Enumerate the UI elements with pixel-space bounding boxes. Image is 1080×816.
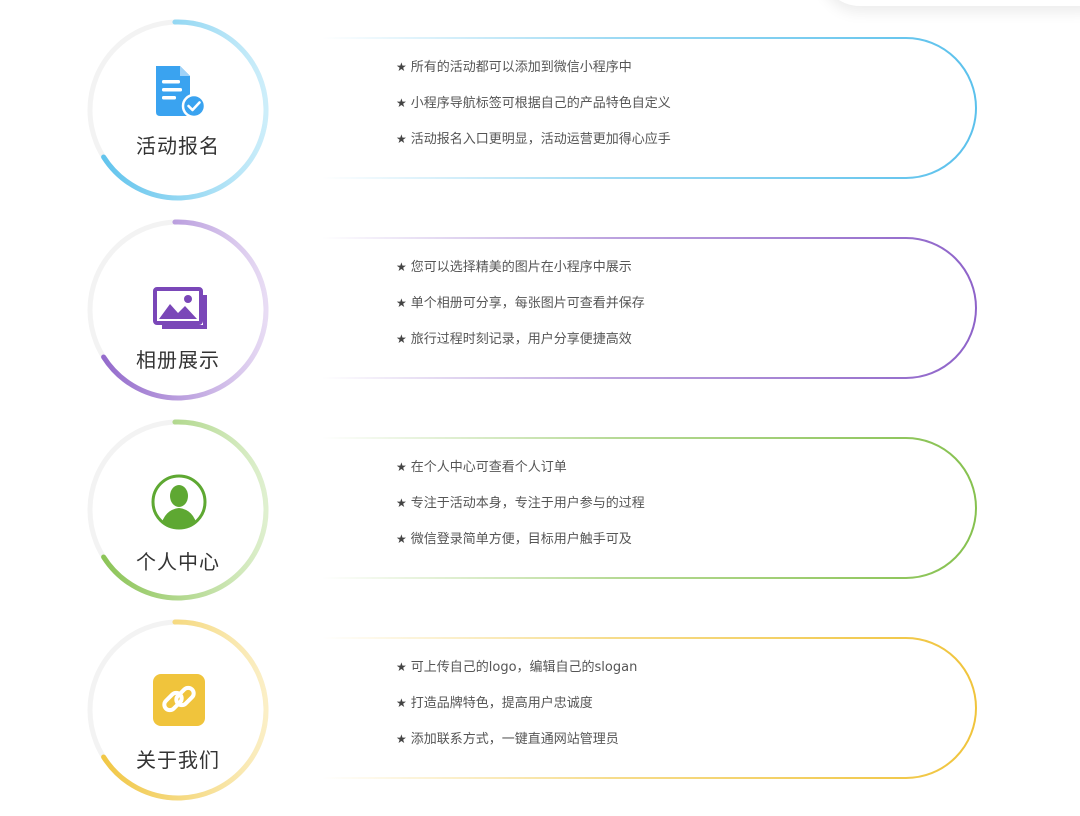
bullet-text: 单个相册可分享，每张图片可查看并保存 (410, 296, 645, 311)
bullet-text: 专注于活动本身，专注于用户参与的过程 (410, 496, 645, 511)
star-icon: ★ (396, 732, 407, 746)
star-icon: ★ (396, 260, 407, 274)
feature-title: 关于我们 (136, 748, 220, 772)
feature-row-activity-registration: 活动报名 ★所有的活动都可以添加到微信小程序中 ★小程序导航标签可根据自己的产品… (0, 10, 1080, 210)
bullet-text: 小程序导航标签可根据自己的产品特色自定义 (410, 96, 671, 111)
star-icon: ★ (396, 532, 407, 546)
feature-ring (87, 19, 269, 201)
photo-album-icon (153, 287, 207, 329)
bullet-text: 旅行过程时刻记录，用户分享便捷高效 (410, 332, 632, 347)
bullet-item: ★单个相册可分享，每张图片可查看并保存 (396, 290, 645, 326)
feature-ring (87, 419, 269, 601)
bullet-item: ★您可以选择精美的图片在小程序中展示 (396, 254, 645, 290)
feature-bullet-list: ★您可以选择精美的图片在小程序中展示 ★单个相册可分享，每张图片可查看并保存 ★… (396, 254, 645, 362)
star-icon: ★ (396, 296, 407, 310)
bullet-text: 微信登录简单方便，目标用户触手可及 (410, 532, 632, 547)
bullet-item: ★微信登录简单方便，目标用户触手可及 (396, 526, 645, 562)
bullet-item: ★旅行过程时刻记录，用户分享便捷高效 (396, 326, 645, 362)
feature-row-photo-album: 相册展示 ★您可以选择精美的图片在小程序中展示 ★单个相册可分享，每张图片可查看… (0, 210, 1080, 410)
bullet-item: ★添加联系方式，一键直通网站管理员 (396, 726, 637, 762)
bullet-text: 在个人中心可查看个人订单 (410, 460, 567, 475)
feature-bullet-list: ★所有的活动都可以添加到微信小程序中 ★小程序导航标签可根据自己的产品特色自定义… (396, 54, 671, 162)
top-right-card-shadow (820, 0, 1080, 6)
feature-title: 活动报名 (136, 134, 220, 158)
star-icon: ★ (396, 132, 407, 146)
bullet-item: ★小程序导航标签可根据自己的产品特色自定义 (396, 90, 671, 126)
bullet-text: 添加联系方式，一键直通网站管理员 (410, 732, 619, 747)
bullet-text: 您可以选择精美的图片在小程序中展示 (410, 260, 632, 275)
feature-ring (87, 619, 269, 801)
bullet-item: ★活动报名入口更明显，活动运营更加得心应手 (396, 126, 671, 162)
feature-pill-outline (178, 637, 977, 779)
feature-pill-outline (178, 437, 977, 579)
star-icon: ★ (396, 660, 407, 674)
star-icon: ★ (396, 460, 407, 474)
bullet-text: 活动报名入口更明显，活动运营更加得心应手 (410, 132, 671, 147)
feature-ring (87, 219, 269, 401)
feature-title: 个人中心 (136, 550, 220, 574)
feature-row-about-us: 关于我们 ★可上传自己的logo，编辑自己的slogan ★打造品牌特色，提高用… (0, 610, 1080, 810)
bullet-text: 所有的活动都可以添加到微信小程序中 (410, 60, 632, 75)
bullet-item: ★所有的活动都可以添加到微信小程序中 (396, 54, 671, 90)
star-icon: ★ (396, 696, 407, 710)
feature-title: 相册展示 (136, 348, 220, 372)
star-icon: ★ (396, 332, 407, 346)
bullet-item: ★在个人中心可查看个人订单 (396, 454, 645, 490)
feature-pill-outline (178, 237, 977, 379)
registration-form-icon (156, 66, 207, 119)
feature-pill-outline (178, 37, 977, 179)
bullet-item: ★专注于活动本身，专注于用户参与的过程 (396, 490, 645, 526)
bullet-text: 可上传自己的logo，编辑自己的slogan (410, 660, 638, 675)
bullet-item: ★可上传自己的logo，编辑自己的slogan (396, 654, 637, 690)
star-icon: ★ (396, 96, 407, 110)
feature-bullet-list: ★可上传自己的logo，编辑自己的slogan ★打造品牌特色，提高用户忠诚度 … (396, 654, 637, 762)
star-icon: ★ (396, 60, 407, 74)
star-icon: ★ (396, 496, 407, 510)
link-chain-icon (153, 674, 205, 726)
feature-row-personal-center: 个人中心 ★在个人中心可查看个人订单 ★专注于活动本身，专注于用户参与的过程 ★… (0, 410, 1080, 610)
feature-bullet-list: ★在个人中心可查看个人订单 ★专注于活动本身，专注于用户参与的过程 ★微信登录简… (396, 454, 645, 562)
bullet-item: ★打造品牌特色，提高用户忠诚度 (396, 690, 637, 726)
user-profile-icon (151, 474, 207, 530)
bullet-text: 打造品牌特色，提高用户忠诚度 (410, 696, 593, 711)
